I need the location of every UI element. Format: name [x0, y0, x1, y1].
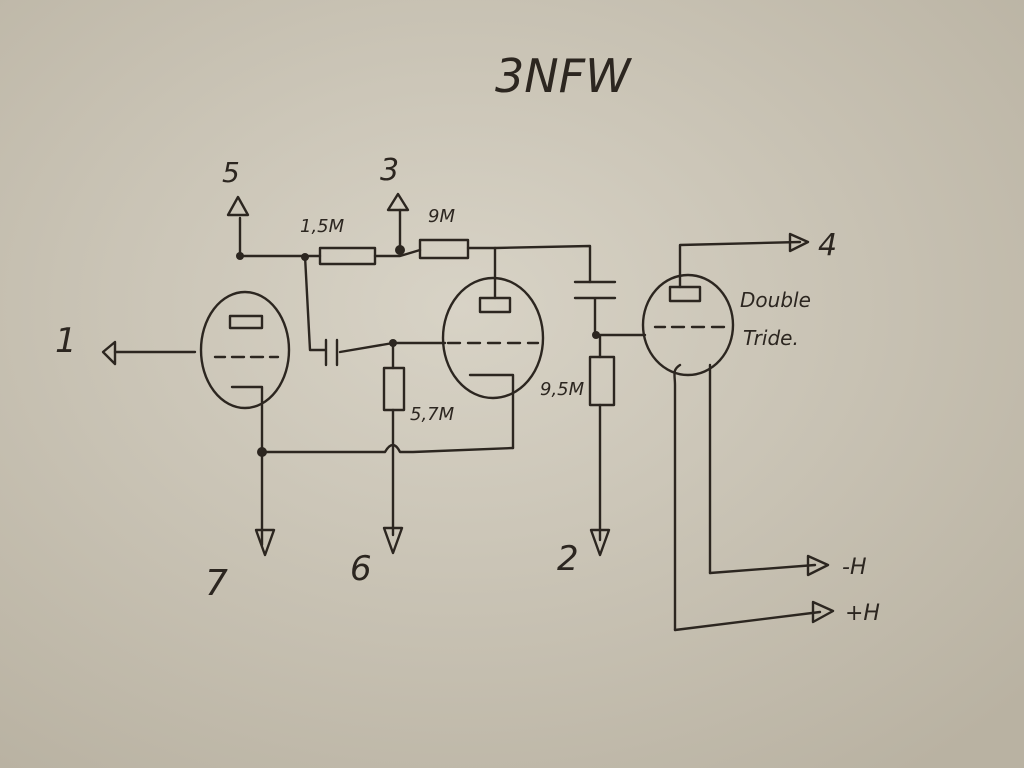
resistor-1-5m — [318, 246, 377, 266]
resistor-1-label: 1,5M — [300, 216, 345, 237]
pin-3-label: 3 — [380, 153, 399, 188]
resistor-9-5m — [588, 355, 616, 407]
pin-2-label: 2 — [557, 539, 579, 579]
plus-h-label: +H — [845, 601, 880, 626]
pin-7-label: 7 — [205, 563, 228, 604]
resistor-2-label: 9M — [428, 206, 455, 227]
resistor-9m — [418, 238, 470, 260]
tube-3-double-triode — [641, 273, 735, 632]
tube-note-line1: Double — [740, 288, 811, 312]
pin-5-label: 5 — [222, 156, 240, 189]
resistor-5-7m — [382, 366, 406, 412]
tube-note-line2: Tride. — [743, 326, 799, 350]
pin-1-label: 1 — [55, 321, 77, 361]
arrow-icons — [101, 192, 835, 624]
pin-4-label: 4 — [818, 228, 837, 263]
pin-6-label: 6 — [350, 549, 372, 589]
resistor-3-label: 5,7M — [410, 404, 455, 425]
diagram-title: 3NFW — [495, 49, 632, 103]
tube-1 — [199, 290, 291, 452]
minus-h-label: -H — [842, 555, 866, 580]
resistor-4-label: 9,5M — [540, 379, 585, 400]
